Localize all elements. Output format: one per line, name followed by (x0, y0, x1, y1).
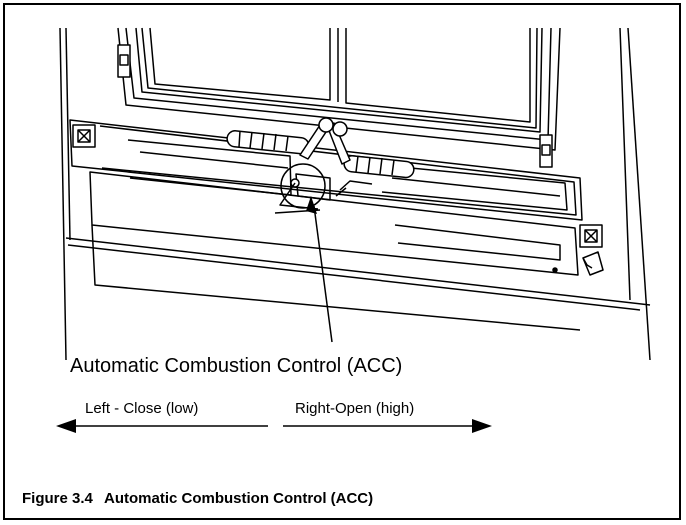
door-handle (226, 117, 415, 179)
acc-callout-circle (280, 163, 326, 209)
figure-number: Figure 3.4 (22, 490, 93, 507)
door-glass-right (345, 28, 531, 123)
right-open-label: Right-Open (high) (295, 400, 415, 417)
hinge-left (117, 44, 131, 78)
stove-body-left-edge (59, 27, 67, 361)
callout-arrowhead (306, 196, 317, 214)
door-glass-left (149, 27, 331, 101)
left-direction-arrow (56, 419, 268, 433)
acc-callout-label: Automatic Combustion Control (ACC) (70, 355, 403, 377)
hinge-right (539, 134, 553, 168)
air-control-panel (69, 119, 583, 221)
figure-caption: Figure 3.4 Automatic Combustion Control (… (22, 490, 373, 507)
ash-lip (89, 171, 579, 276)
figure-title: Automatic Combustion Control (ACC) (104, 490, 374, 507)
left-close-label: Left - Close (low) (85, 400, 199, 417)
right-direction-arrow (283, 419, 492, 433)
acc-callout-leader (313, 205, 333, 343)
figure-frame (3, 3, 681, 520)
